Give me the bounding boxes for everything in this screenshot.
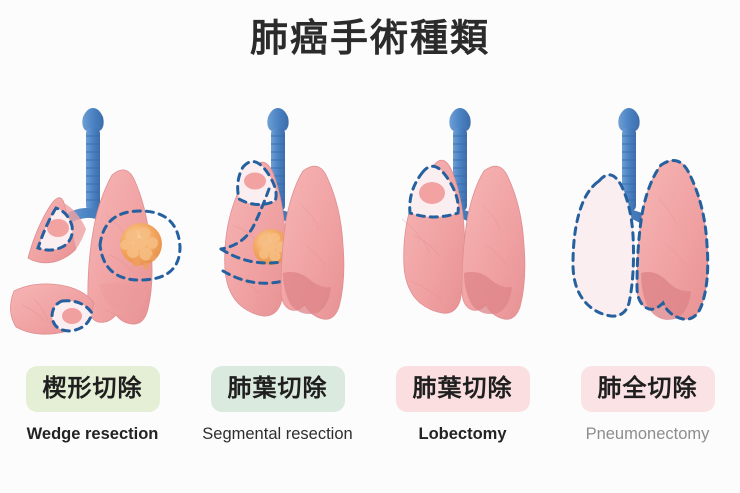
tumor-nodule-upper [47,219,69,237]
lung-left-removed [571,173,635,318]
procedure-caption-en-pneumonectomy: Pneumonectomy [585,425,710,443]
label-column-lobectomy: 肺葉切除 Lobectomy [370,366,555,444]
tumor-nodule-segment [244,172,266,190]
procedure-pill-jp-segmental: 肺葉切除 [210,366,345,412]
page-title: 肺癌手術種類 [249,16,490,60]
procedure-pill-jp-wedge: 楔形切除 [25,366,160,412]
resected-wedge-upper [27,197,86,264]
procedure-labels: 楔形切除 Wedge resection 肺葉切除 Segmental rese… [0,366,740,444]
diagram-wedge-resection [0,95,185,360]
lung-resection-outline-left [571,173,635,318]
procedure-pill-jp-pneumonectomy: 肺全切除 [580,366,715,412]
procedure-caption-en-wedge: Wedge resection [26,425,159,443]
tumor-nodule-lobe [419,182,445,204]
lung-resection-outline-right [635,159,710,321]
procedure-pill-jp-lobectomy: 肺葉切除 [395,366,530,412]
diagram-lobectomy [370,95,555,360]
tumor-nodule-lower [62,308,82,324]
lung-right [635,159,710,321]
tumor-mass [253,229,289,265]
resected-wedge-lower [10,283,95,335]
procedure-caption-en-segmental: Segmental resection [202,425,353,443]
segment-resection-outlines [219,160,303,285]
lung-right [87,169,153,325]
illustration-panels [0,95,740,360]
lung-right [461,165,526,320]
procedure-caption-en-lobectomy: Lobectomy [418,425,507,443]
tumor-mass [120,223,162,270]
lung-left [401,159,466,314]
resection-outline-right [98,209,182,282]
diagram-segmental-resection [185,95,370,360]
diagram-pneumonectomy [555,95,740,360]
label-column-wedge: 楔形切除 Wedge resection [0,366,185,444]
lung-right [280,165,345,320]
label-column-segmental: 肺葉切除 Segmental resection [185,366,370,444]
label-column-pneumonectomy: 肺全切除 Pneumonectomy [555,366,740,444]
lobe-resection-outline [408,164,460,219]
